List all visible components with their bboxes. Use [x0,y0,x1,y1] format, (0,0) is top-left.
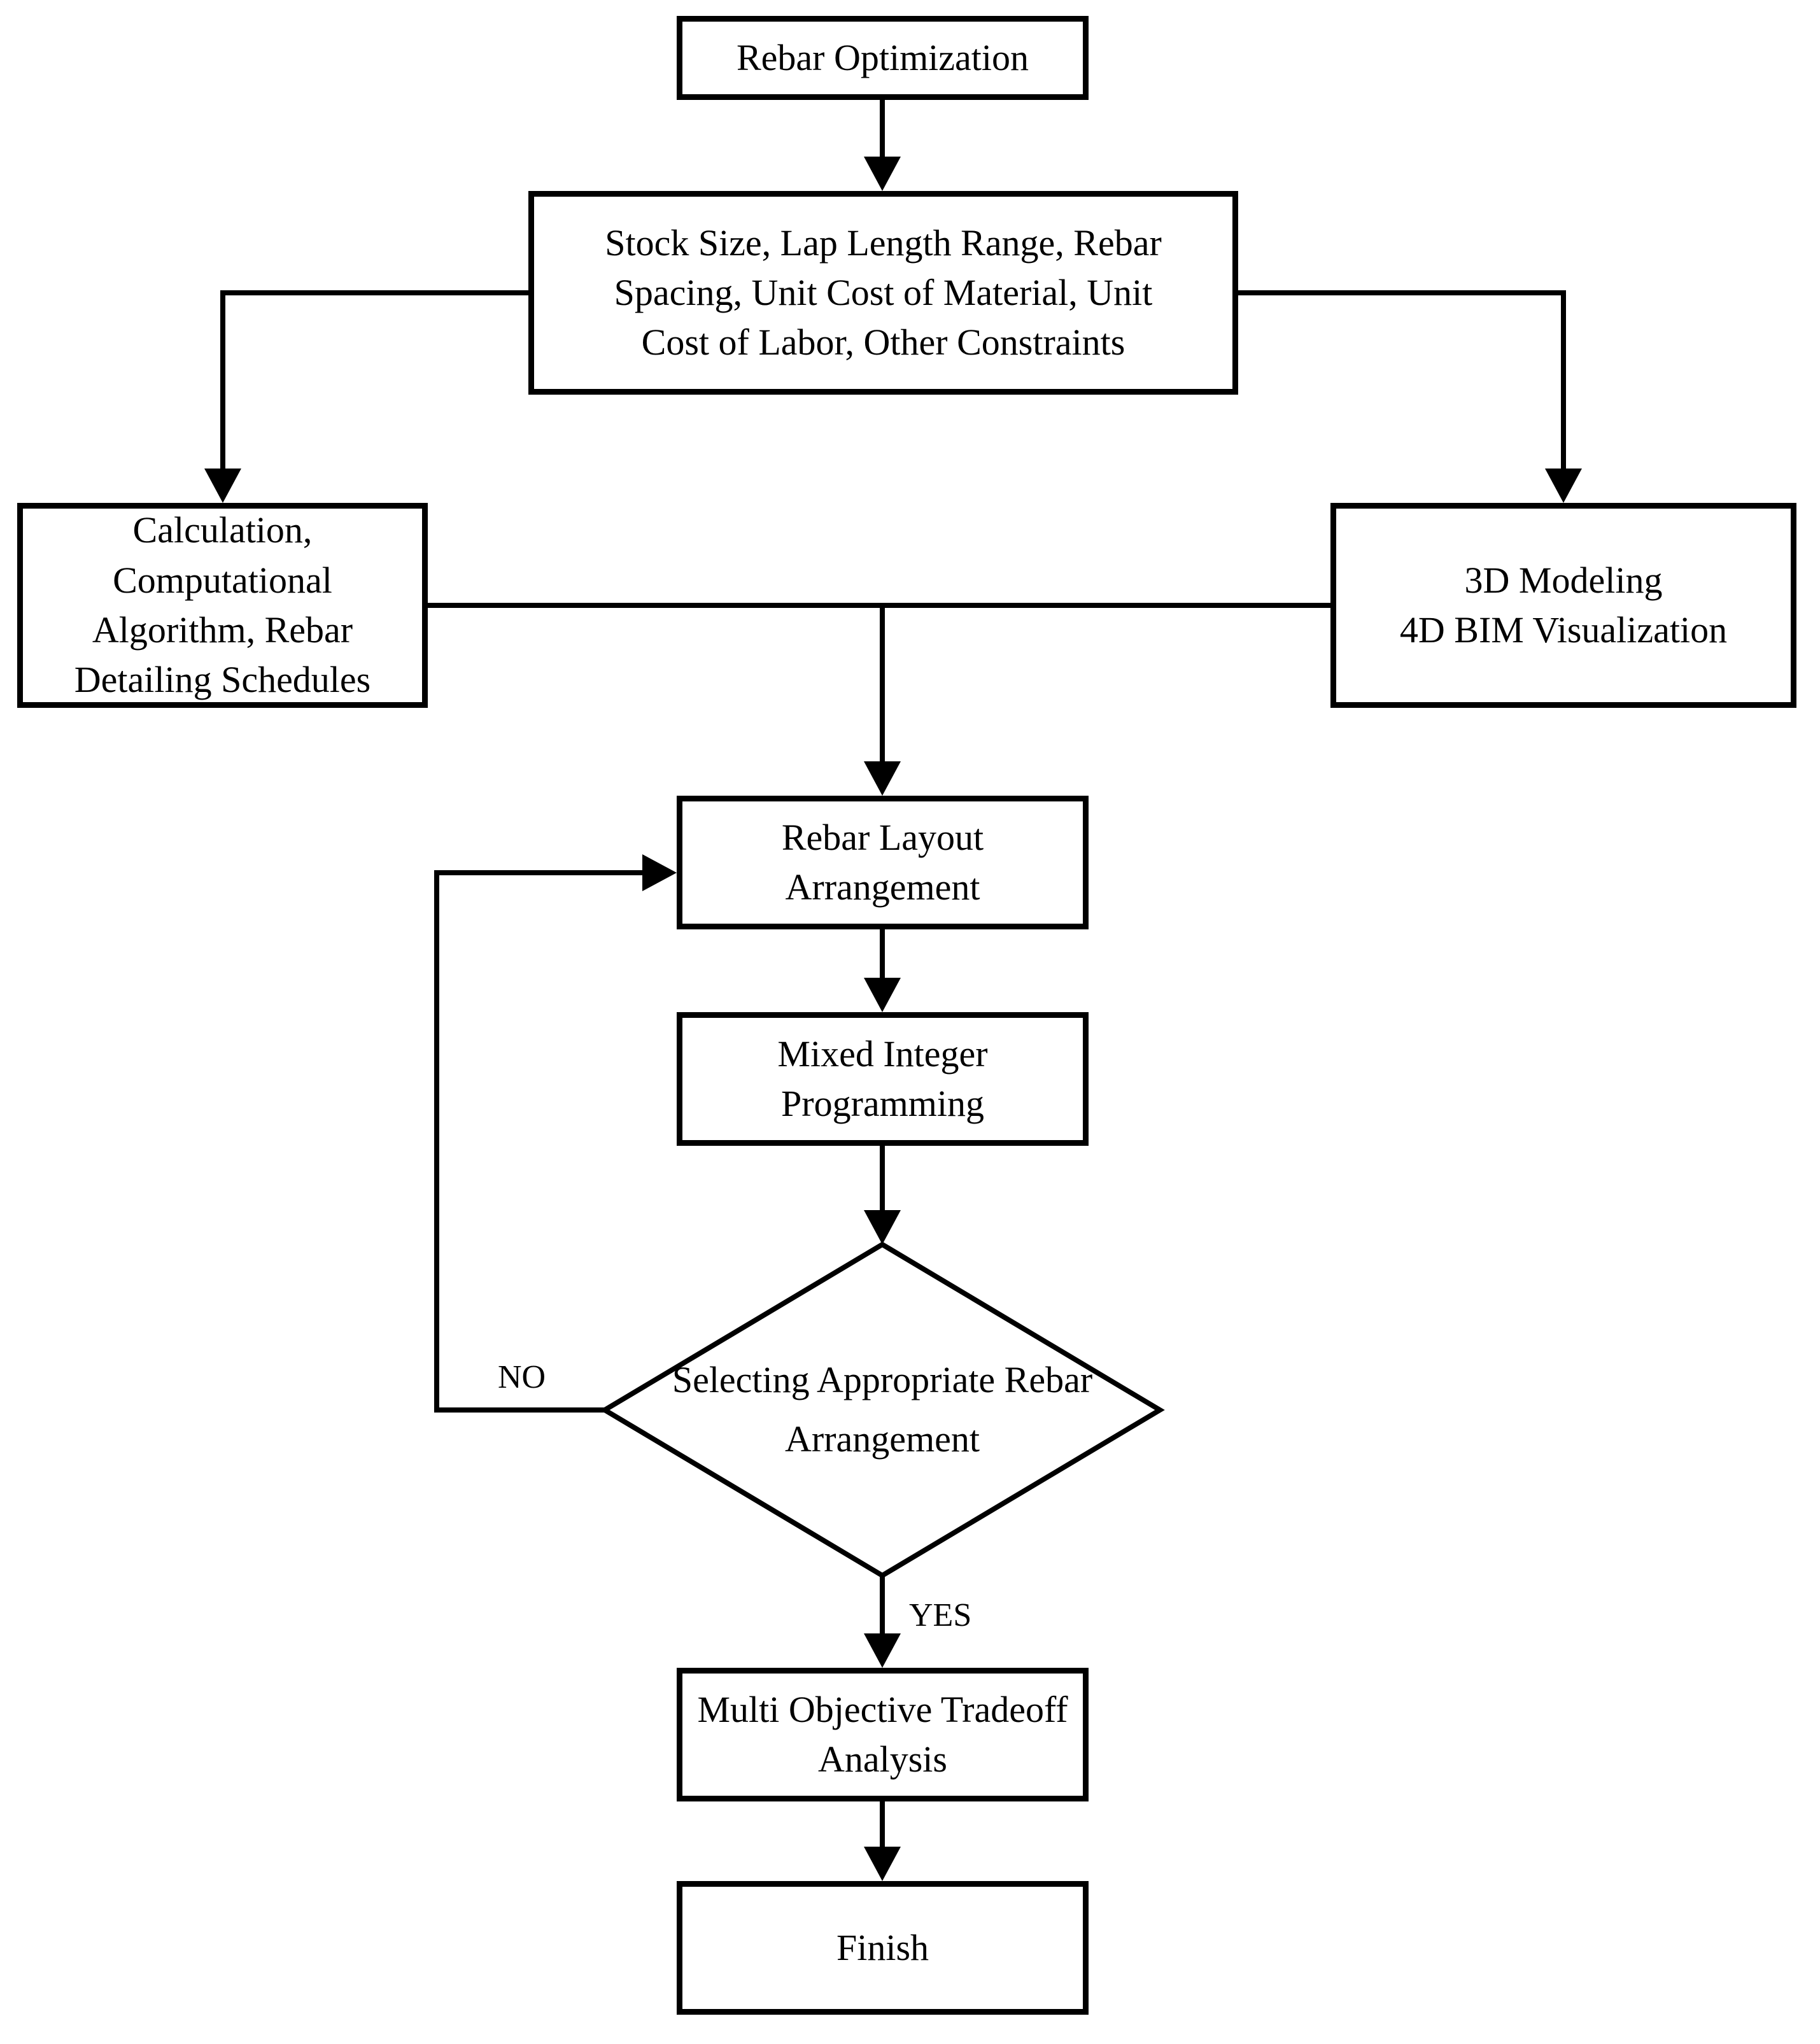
node-inputs-constraints: Stock Size, Lap Length Range, Rebar Spac… [528,191,1238,395]
node-multi-objective-tradeoff: Multi Objective Tradeoff Analysis [677,1668,1089,1801]
arrow-bus-to-layout [864,605,901,796]
arrow-tradeoff-to-finish [864,1801,901,1881]
arrow-decision-yes-to-tradeoff [864,1575,901,1668]
node-decision-rebar-arrangement: Selecting Appropriate Rebar Arrangement [672,1359,1093,1460]
arrow-inputs-to-calculation [204,290,528,503]
arrow-layout-to-mip [864,929,901,1012]
arrow-mip-to-decision [864,1146,901,1244]
edge-label-no: NO [498,1359,546,1395]
node-rebar-optimization: Rebar Optimization [677,16,1089,100]
node-rebar-layout-arrangement: Rebar Layout Arrangement [677,796,1089,929]
arrow-start-to-inputs [864,100,901,191]
arrow-inputs-to-modeling [1238,290,1582,503]
node-finish: Finish [677,1881,1089,2015]
node-mixed-integer-programming: Mixed Integer Programming [677,1012,1089,1146]
node-calculation-algorithm: Calculation, Computational Algorithm, Re… [17,503,428,708]
arrow-decision-no-loop [434,854,677,1413]
node-3d-modeling-bim: 3D Modeling 4D BIM Visualization [1330,503,1796,708]
edge-label-yes: YES [909,1597,972,1633]
